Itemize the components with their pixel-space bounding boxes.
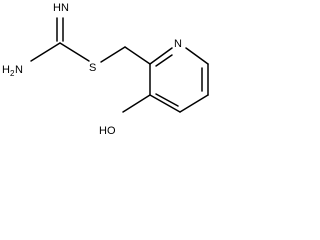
ring-n-label: N [174,38,182,50]
imine-n-label: N [61,2,69,14]
ring-double-c2-n1 [155,54,173,67]
sulfur-label: S [89,62,96,74]
bond-c-s [59,42,90,62]
ring-bond-c5-c4 [179,94,209,113]
ring-bond-n1-c6 [185,47,209,65]
bond-s-ch2 [100,46,126,63]
bond-ring-oh [122,94,151,113]
ring-double-c4-c3 [155,93,179,107]
amine-h-count-label: 2 [10,69,15,78]
imine-h-label: H [53,2,61,14]
amine-h-label: H [2,64,10,76]
bond-c-amine-n [30,42,61,62]
molecule-diagram: H N H 2 N S N HO [2,2,209,137]
amine-n-label: N [15,64,23,76]
hydroxyl-label: HO [99,125,116,137]
bond-ch2-ring [124,46,151,65]
ring-bond-c4-c3 [149,94,181,113]
ring-bond-c2-n1 [149,47,173,65]
